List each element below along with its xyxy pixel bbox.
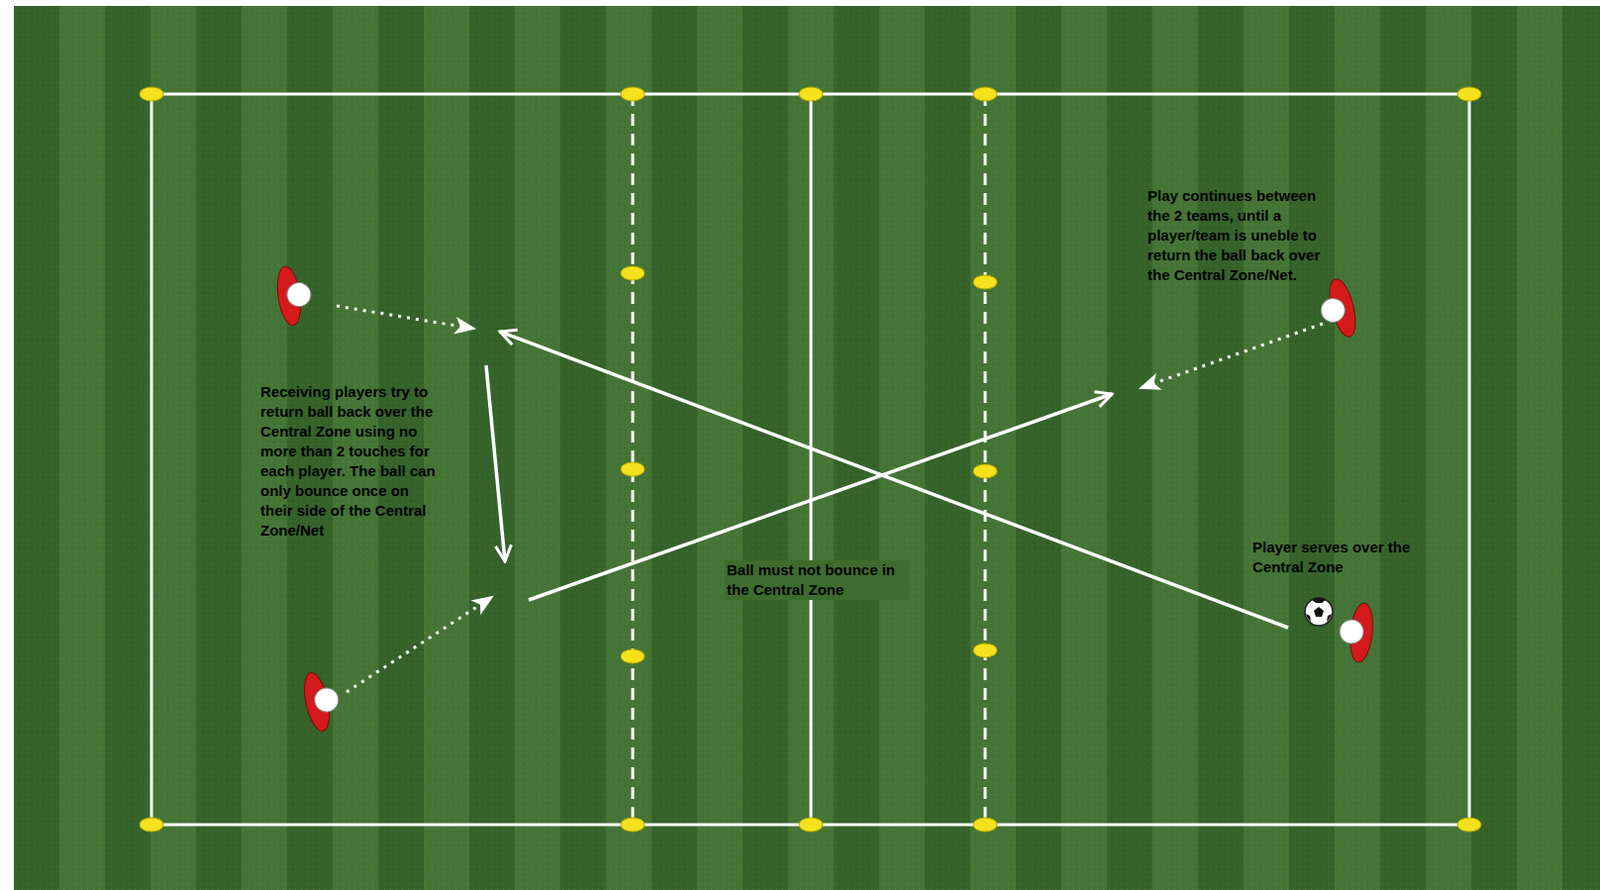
receiving-note: Receiving players try to return ball bac… <box>260 382 441 541</box>
soccer-ball <box>1304 598 1333 626</box>
rule-note: Play continues between the 2 teams, unti… <box>1147 186 1324 286</box>
player-icons <box>274 263 1376 733</box>
serve-note: Player serves over the Central Zone <box>1252 537 1451 578</box>
central-zone-note: Ball must not bounce in the Central Zone <box>724 560 909 600</box>
